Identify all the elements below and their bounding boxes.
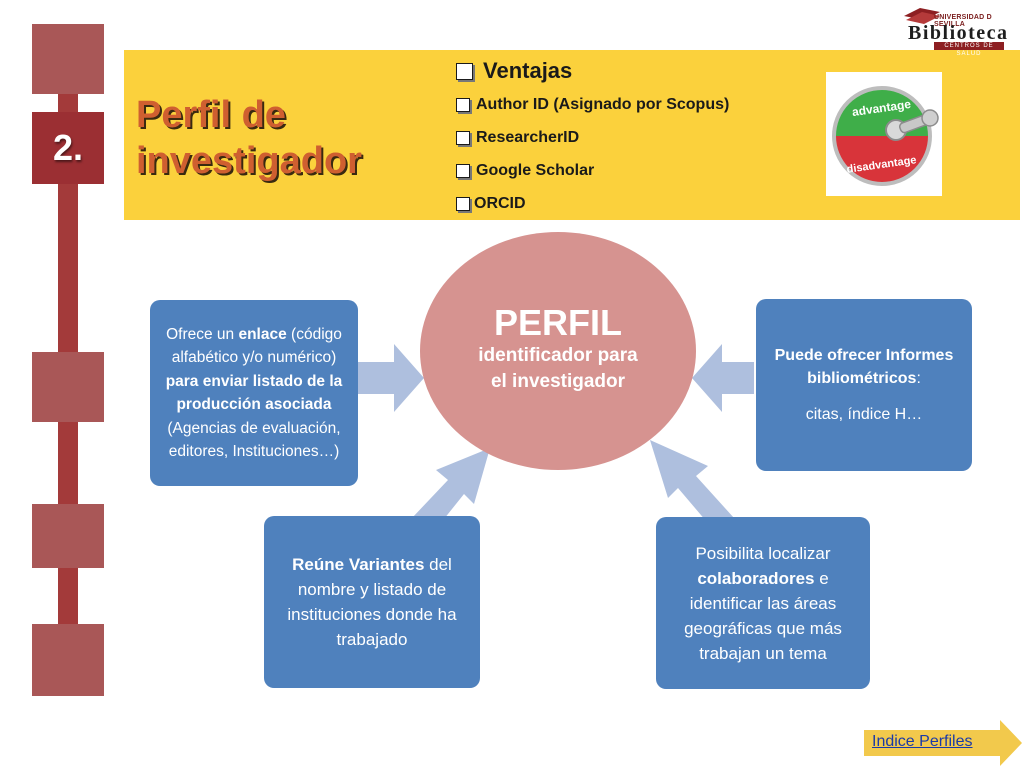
advantages-list: Ventajas Author ID (Asignado por Scopus)… [456, 54, 729, 220]
checkbox-icon [456, 163, 470, 178]
box-colaboradores: Posibilita localizar colaboradores e ide… [656, 517, 870, 689]
box-text-bold: Reúne Variantes [292, 555, 425, 574]
list-item-label: Google Scholar [476, 162, 595, 179]
box-text-part: e identificar las áreas geográficas que … [684, 568, 842, 663]
list-item-label: Author ID (Asignado por Scopus) [476, 96, 730, 113]
arrow-right-icon [358, 344, 424, 412]
box-text-part: : [916, 370, 921, 388]
list-item: Author ID (Asignado por Scopus) [456, 88, 729, 121]
box-text-part: Ofrece un [166, 325, 239, 343]
box-variantes-text: Reúne Variantes del nombre y listado de … [272, 552, 472, 652]
box-text-bold: para enviar listado de la producción aso… [165, 372, 343, 414]
center-subtitle: identificador para el investigador [478, 345, 638, 392]
logo-university: UNIVERSIDAD D SEVILLA [934, 14, 992, 28]
logo-subtitle: CENTROS DE SALUD [934, 42, 1004, 57]
box-informes: Puede ofrecer Informes bibliométricos: c… [756, 299, 972, 471]
advantage-disadvantage-image: advantage disadvantage [826, 72, 942, 196]
arrow-left-icon [692, 344, 754, 412]
box-enlace-text: Ofrece un enlace (código alfabético y/o … [158, 323, 350, 464]
center-concept: PERFIL identificador para el investigado… [420, 232, 696, 470]
box-enlace: Ofrece un enlace (código alfabético y/o … [150, 300, 358, 486]
checkbox-icon [456, 62, 473, 80]
center-title: PERFIL [493, 302, 622, 343]
box-colaboradores-text: Posibilita localizar colaboradores e ide… [664, 541, 862, 666]
page-title: Perfil de investigador [136, 94, 362, 182]
advantages-heading: Ventajas [456, 54, 729, 88]
timeline-block [32, 624, 104, 696]
indice-perfiles-link[interactable]: Indice Perfiles [872, 733, 973, 750]
timeline-block [32, 504, 104, 568]
checkbox-icon [456, 97, 470, 112]
book-icon [904, 8, 940, 24]
box-text-part: del nombre y listado de instituciones do… [287, 555, 457, 649]
box-text-part: (código alfabético y/o numérico) [171, 325, 342, 367]
timeline-block [32, 24, 104, 94]
biblioteca-logo: UNIVERSIDAD D SEVILLA Biblioteca CENTROS… [900, 2, 1022, 57]
checkbox-icon [456, 130, 470, 145]
box-informes-text: Puede ofrecer Informes bibliométricos: c… [764, 344, 964, 427]
box-text-bold: enlace [238, 325, 287, 343]
box-text-bold: colaboradores [697, 568, 815, 588]
step-number: 2. [32, 112, 104, 184]
advantages-heading-label: Ventajas [483, 58, 573, 83]
list-item-label: ORCID [474, 195, 526, 212]
box-text-part: citas, índice H… [805, 405, 923, 423]
arrow-up-right-icon [412, 448, 490, 518]
checkbox-icon [456, 196, 470, 211]
list-item-label: ResearcherID [476, 129, 580, 146]
arrow-up-left-icon [650, 440, 734, 518]
arrow-right-icon [864, 720, 1022, 766]
list-item: ResearcherID [456, 121, 729, 154]
timeline-block [32, 352, 104, 422]
list-item: ORCID [456, 187, 729, 220]
box-text-part: (Agencias de evaluación, editores, Insti… [167, 419, 341, 461]
box-text-bold: Puede ofrecer Informes bibliométricos [774, 346, 954, 388]
box-text-part: Posibilita localizar [695, 543, 831, 563]
list-item: Google Scholar [456, 154, 729, 187]
logo-text: Biblioteca [908, 22, 1009, 44]
box-variantes: Reúne Variantes del nombre y listado de … [264, 516, 480, 688]
